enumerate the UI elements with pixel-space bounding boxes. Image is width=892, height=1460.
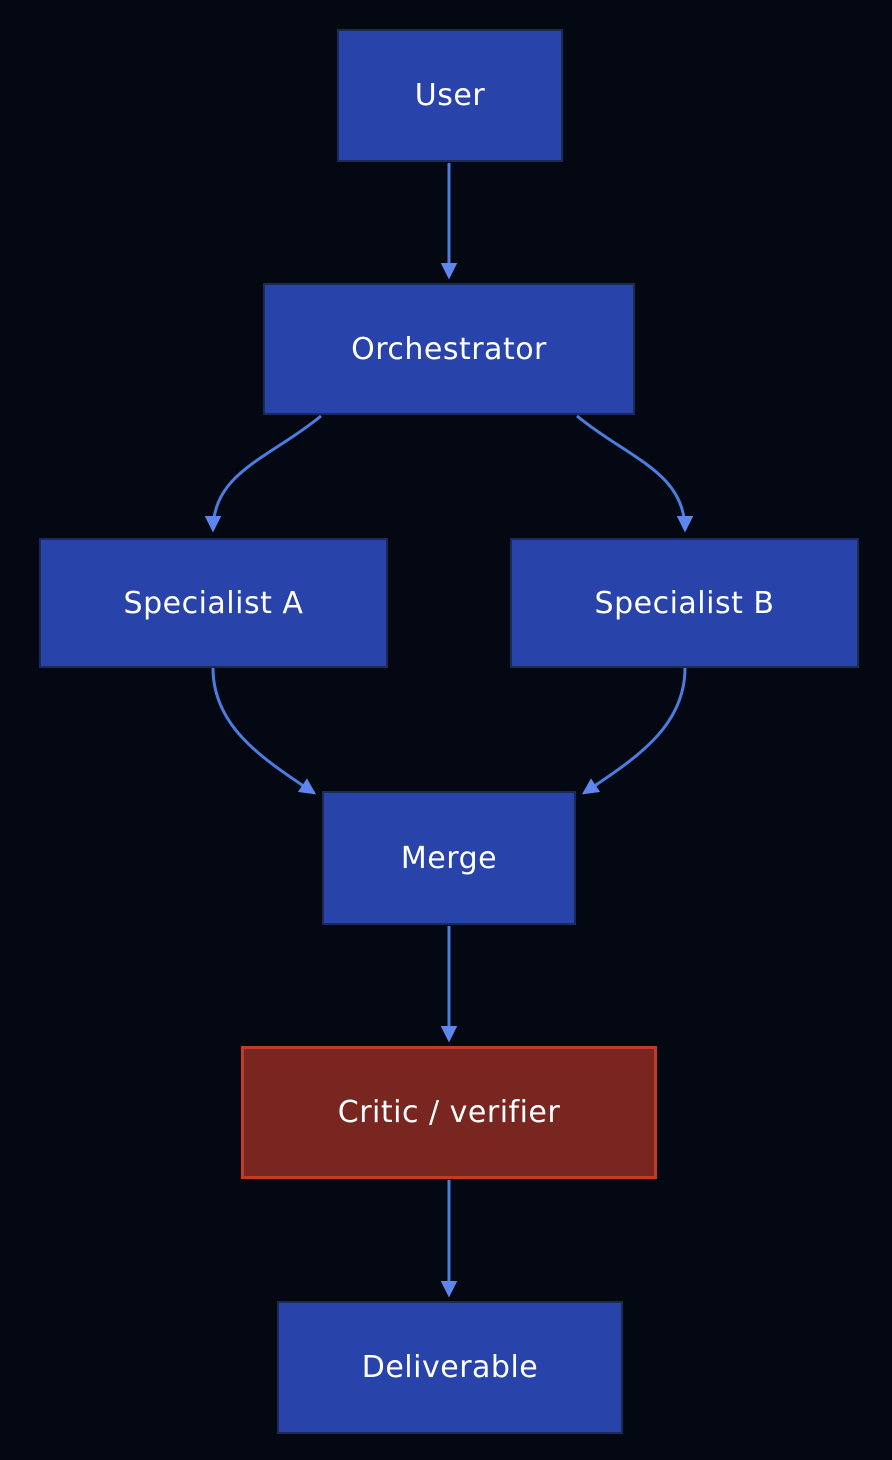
edge-orchestrator-specialist-a <box>204 414 322 533</box>
node-deliverable: Deliverable <box>277 1301 623 1434</box>
node-specialist-b-label: Specialist B <box>594 585 775 621</box>
node-orchestrator: Orchestrator <box>263 283 635 415</box>
edge-orchestrator-specialist-b <box>576 414 694 533</box>
node-user: User <box>337 29 563 162</box>
node-specialist-a: Specialist A <box>39 538 388 668</box>
node-merge: Merge <box>322 791 576 925</box>
edge-specialist-a-merge <box>211 667 317 795</box>
node-deliverable-label: Deliverable <box>361 1350 539 1385</box>
node-merge-label: Merge <box>400 840 498 876</box>
node-critic-verifier: Critic / verifier <box>241 1046 657 1179</box>
node-orchestrator-label: Orchestrator <box>351 331 547 367</box>
node-user-label: User <box>414 78 486 113</box>
node-critic-verifier-label: Critic / verifier <box>337 1095 561 1130</box>
node-specialist-b: Specialist B <box>510 538 859 668</box>
edge-specialist-b-merge <box>581 667 687 795</box>
node-specialist-a-label: Specialist A <box>123 585 304 621</box>
